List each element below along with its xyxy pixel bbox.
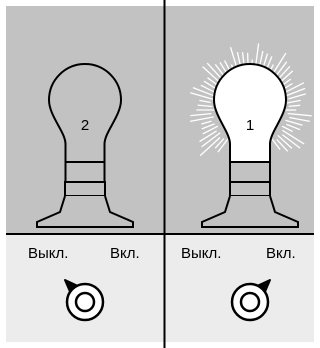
bulb-left-number: 2: [81, 117, 89, 134]
light-ray: [289, 105, 301, 106]
rotary-switch-left[interactable]: [65, 280, 103, 320]
light-ray: [289, 118, 310, 122]
switch-right-on-label: Вкл.: [266, 246, 296, 261]
bulb-right-icon: [202, 64, 298, 227]
bulb-right-number: 1: [246, 117, 254, 134]
light-ray: [277, 139, 288, 151]
light-ray: [200, 131, 217, 142]
rotary-switch-right[interactable]: [232, 280, 270, 320]
light-ray: [280, 71, 293, 83]
light-ray: [198, 105, 213, 106]
bulb-right-collar: [230, 182, 270, 196]
bulb-left-collar: [65, 182, 105, 196]
light-ray: [288, 114, 312, 116]
light-ray: [201, 121, 211, 124]
light-ray: [190, 117, 214, 122]
light-ray: [199, 100, 210, 102]
switch-left-off-label: Выкл.: [28, 246, 68, 261]
bulb-left-base: [37, 196, 133, 227]
switch-left-on-label: Вкл.: [110, 246, 140, 261]
light-ray: [190, 93, 214, 100]
light-ray: [272, 139, 280, 149]
light-ray: [286, 100, 300, 103]
light-ray: [190, 114, 211, 116]
switch-right-off-label: Выкл.: [181, 246, 221, 261]
bulb-left-glass: [49, 64, 121, 162]
bulb-right-glass: [214, 64, 286, 162]
bulb-left-icon: [37, 64, 133, 227]
light-ray: [289, 94, 306, 99]
bulb-right-base: [202, 196, 298, 227]
light-ray: [218, 139, 228, 152]
